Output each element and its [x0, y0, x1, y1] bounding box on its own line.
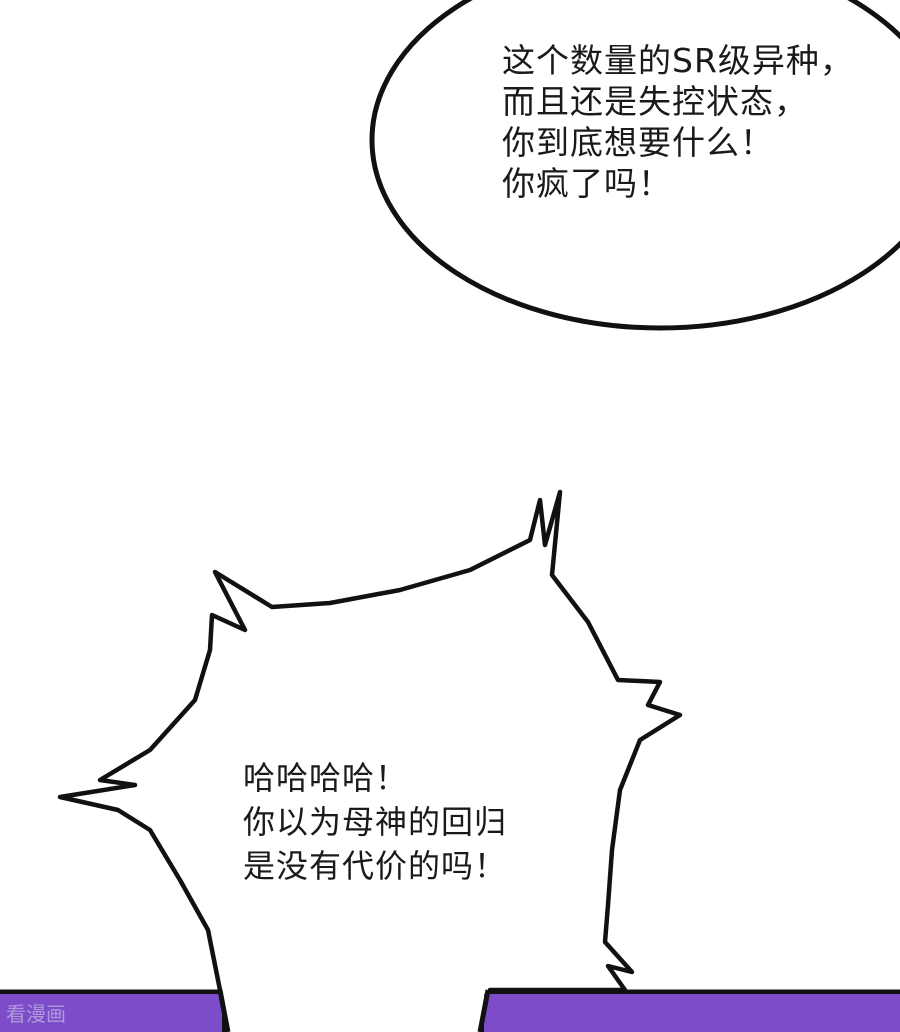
bottom-bubble-line-1: 哈哈哈哈！ [243, 759, 409, 797]
floor-left [0, 994, 222, 1032]
bottom-bubble-line-2: 你以为母神的回归 [243, 803, 508, 841]
spiky-speech-bubble [57, 489, 683, 1032]
top-bubble-line-1: 这个数量的SR级异种， [502, 41, 854, 80]
bubble-tail-right [477, 989, 491, 1032]
top-bubble-line-2: 而且还是失控状态， [502, 82, 808, 121]
top-bubble-line-3: 你到底想要什么！ [502, 123, 774, 162]
bottom-bubble-line-3: 是没有代价的吗！ [243, 847, 508, 885]
floor-right [484, 994, 900, 1032]
watermark-logo: 看漫画 [6, 1002, 66, 1026]
bottom-bubble-text: 哈哈哈哈！ 你以为母神的回归 是没有代价的吗！ [243, 756, 507, 888]
top-bubble-text: 这个数量的SR级异种， 而且还是失控状态， 你到底想要什么！ 你疯了吗！ [502, 40, 854, 204]
oval-speech-bubble [369, 0, 900, 331]
top-bubble-line-4: 你疯了吗！ [502, 164, 672, 203]
bubble-tail-left [217, 989, 231, 1032]
